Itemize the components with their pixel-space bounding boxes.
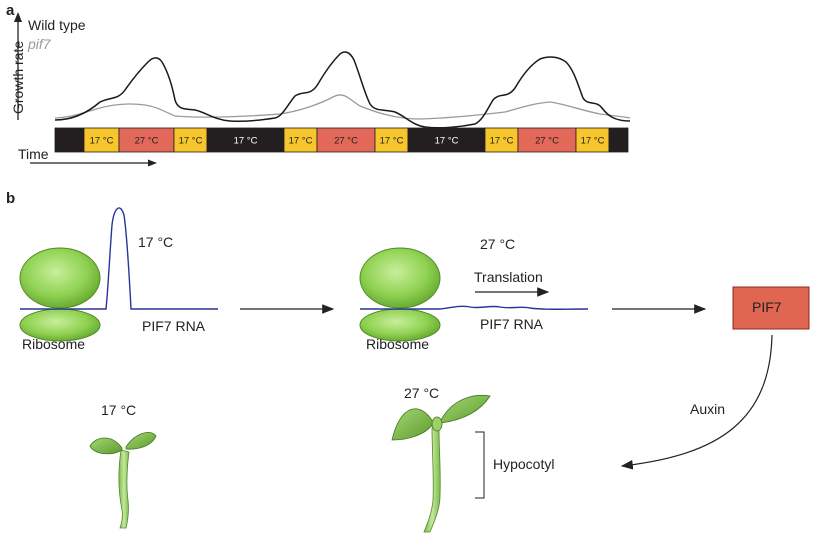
temperature-segment-label: 17 °C bbox=[179, 136, 203, 147]
middle-temperature-label: 27 °C bbox=[480, 236, 516, 252]
growth-axis bbox=[14, 12, 22, 120]
translation-label: Translation bbox=[474, 269, 543, 285]
temperature-segment-label: 27 °C bbox=[535, 136, 559, 147]
seedling-27c bbox=[391, 394, 491, 533]
growth-rate-axis-label: Growth rate bbox=[10, 40, 26, 114]
temperature-segment-warm bbox=[118, 127, 175, 153]
temperature-segment-warm bbox=[517, 127, 577, 153]
temperature-segment-cool bbox=[374, 127, 409, 153]
legend-pif7: pif7 bbox=[28, 36, 51, 52]
pif7-protein-label: PIF7 bbox=[752, 299, 782, 315]
pif7-rna-right bbox=[360, 305, 589, 310]
temperature-segment-night bbox=[206, 127, 285, 153]
pif7-protein-box bbox=[732, 286, 810, 330]
temperature-segment-label: 27 °C bbox=[334, 136, 358, 147]
auxin-arrow bbox=[620, 334, 773, 470]
ribosome-left bbox=[19, 247, 101, 342]
temperature-segment-label: 17 °C bbox=[490, 136, 514, 147]
rna-label-left: PIF7 RNA bbox=[142, 318, 206, 334]
seedling-17c bbox=[89, 432, 157, 529]
ribosome-label-left: Ribosome bbox=[22, 336, 86, 352]
hypocotyl-bracket bbox=[475, 431, 485, 499]
temperature-segment-cool bbox=[575, 127, 610, 153]
time-arrow bbox=[30, 159, 157, 167]
temperature-segment-label: 17 °C bbox=[380, 136, 404, 147]
wild-type-growth-curve bbox=[54, 51, 631, 129]
hypocotyl-label: Hypocotyl bbox=[493, 456, 555, 472]
pif7-growth-curve bbox=[54, 94, 631, 120]
temperature-segment-label: 17 °C bbox=[90, 136, 114, 147]
temperature-bar: 17 °C 27 °C 17 °C 17 °C 17 °C 27 °C 17 °C 17 °C… bbox=[54, 127, 629, 153]
temperature-segment-night bbox=[54, 127, 85, 153]
seedling-left-temp: 17 °C bbox=[101, 402, 137, 418]
pif7-rna-left bbox=[20, 207, 218, 310]
temperature-segment-night bbox=[608, 127, 629, 153]
ribosome-label-right: Ribosome bbox=[366, 336, 430, 352]
auxin-label: Auxin bbox=[690, 401, 726, 417]
temperature-segment-cool bbox=[484, 127, 519, 153]
rna-label-right: PIF7 RNA bbox=[480, 316, 544, 332]
temperature-segment-label: 17 °C bbox=[289, 136, 313, 147]
temperature-segment-label: 17 °C bbox=[435, 136, 459, 147]
temperature-segment-warm bbox=[316, 127, 376, 153]
seedling-right-temp: 27 °C bbox=[404, 385, 440, 401]
legend-wild-type: Wild type bbox=[28, 17, 86, 33]
time-axis-label: Time bbox=[18, 146, 49, 162]
temperature-segment-label: 17 °C bbox=[234, 136, 258, 147]
left-temperature-label: 17 °C bbox=[138, 234, 174, 250]
panel-b-letter: b bbox=[6, 190, 16, 207]
temperature-segment-label: 17 °C bbox=[581, 136, 605, 147]
ribosome-right bbox=[359, 247, 441, 342]
temperature-segment-label: 27 °C bbox=[135, 136, 159, 147]
panel-a-letter: a bbox=[6, 2, 15, 19]
temperature-segment-night bbox=[407, 127, 486, 153]
temperature-segment-cool bbox=[173, 127, 208, 153]
